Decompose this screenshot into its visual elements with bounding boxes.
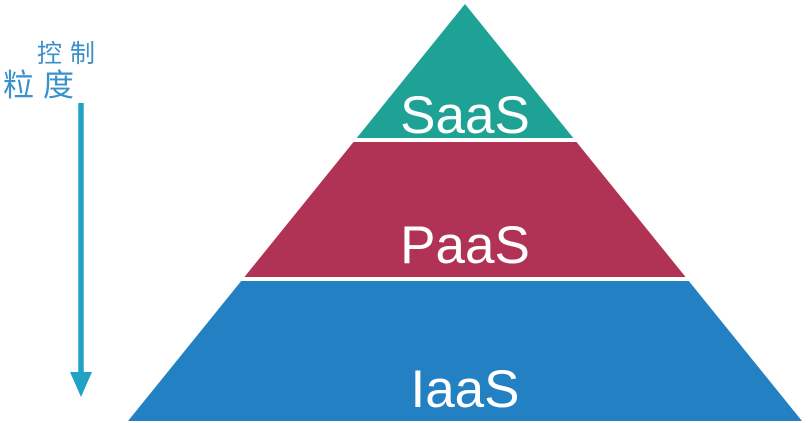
layer-paas-shape: [244, 142, 686, 277]
pyramid: SaaS PaaS IaaS: [128, 4, 802, 421]
layer-iaas-shape: [128, 281, 802, 421]
down-arrow-icon: [70, 103, 92, 397]
control-granularity-label: 控制 粒度: [3, 40, 103, 103]
label-line-2: 粒度: [3, 68, 83, 103]
layer-iaas-label: IaaS: [410, 360, 519, 419]
layer-saas-shape: [356, 4, 574, 138]
layer-paas-label: PaaS: [400, 216, 530, 275]
arrow-head: [70, 372, 92, 397]
label-line-1: 控制: [37, 40, 103, 68]
layer-saas-label: SaaS: [400, 86, 530, 145]
